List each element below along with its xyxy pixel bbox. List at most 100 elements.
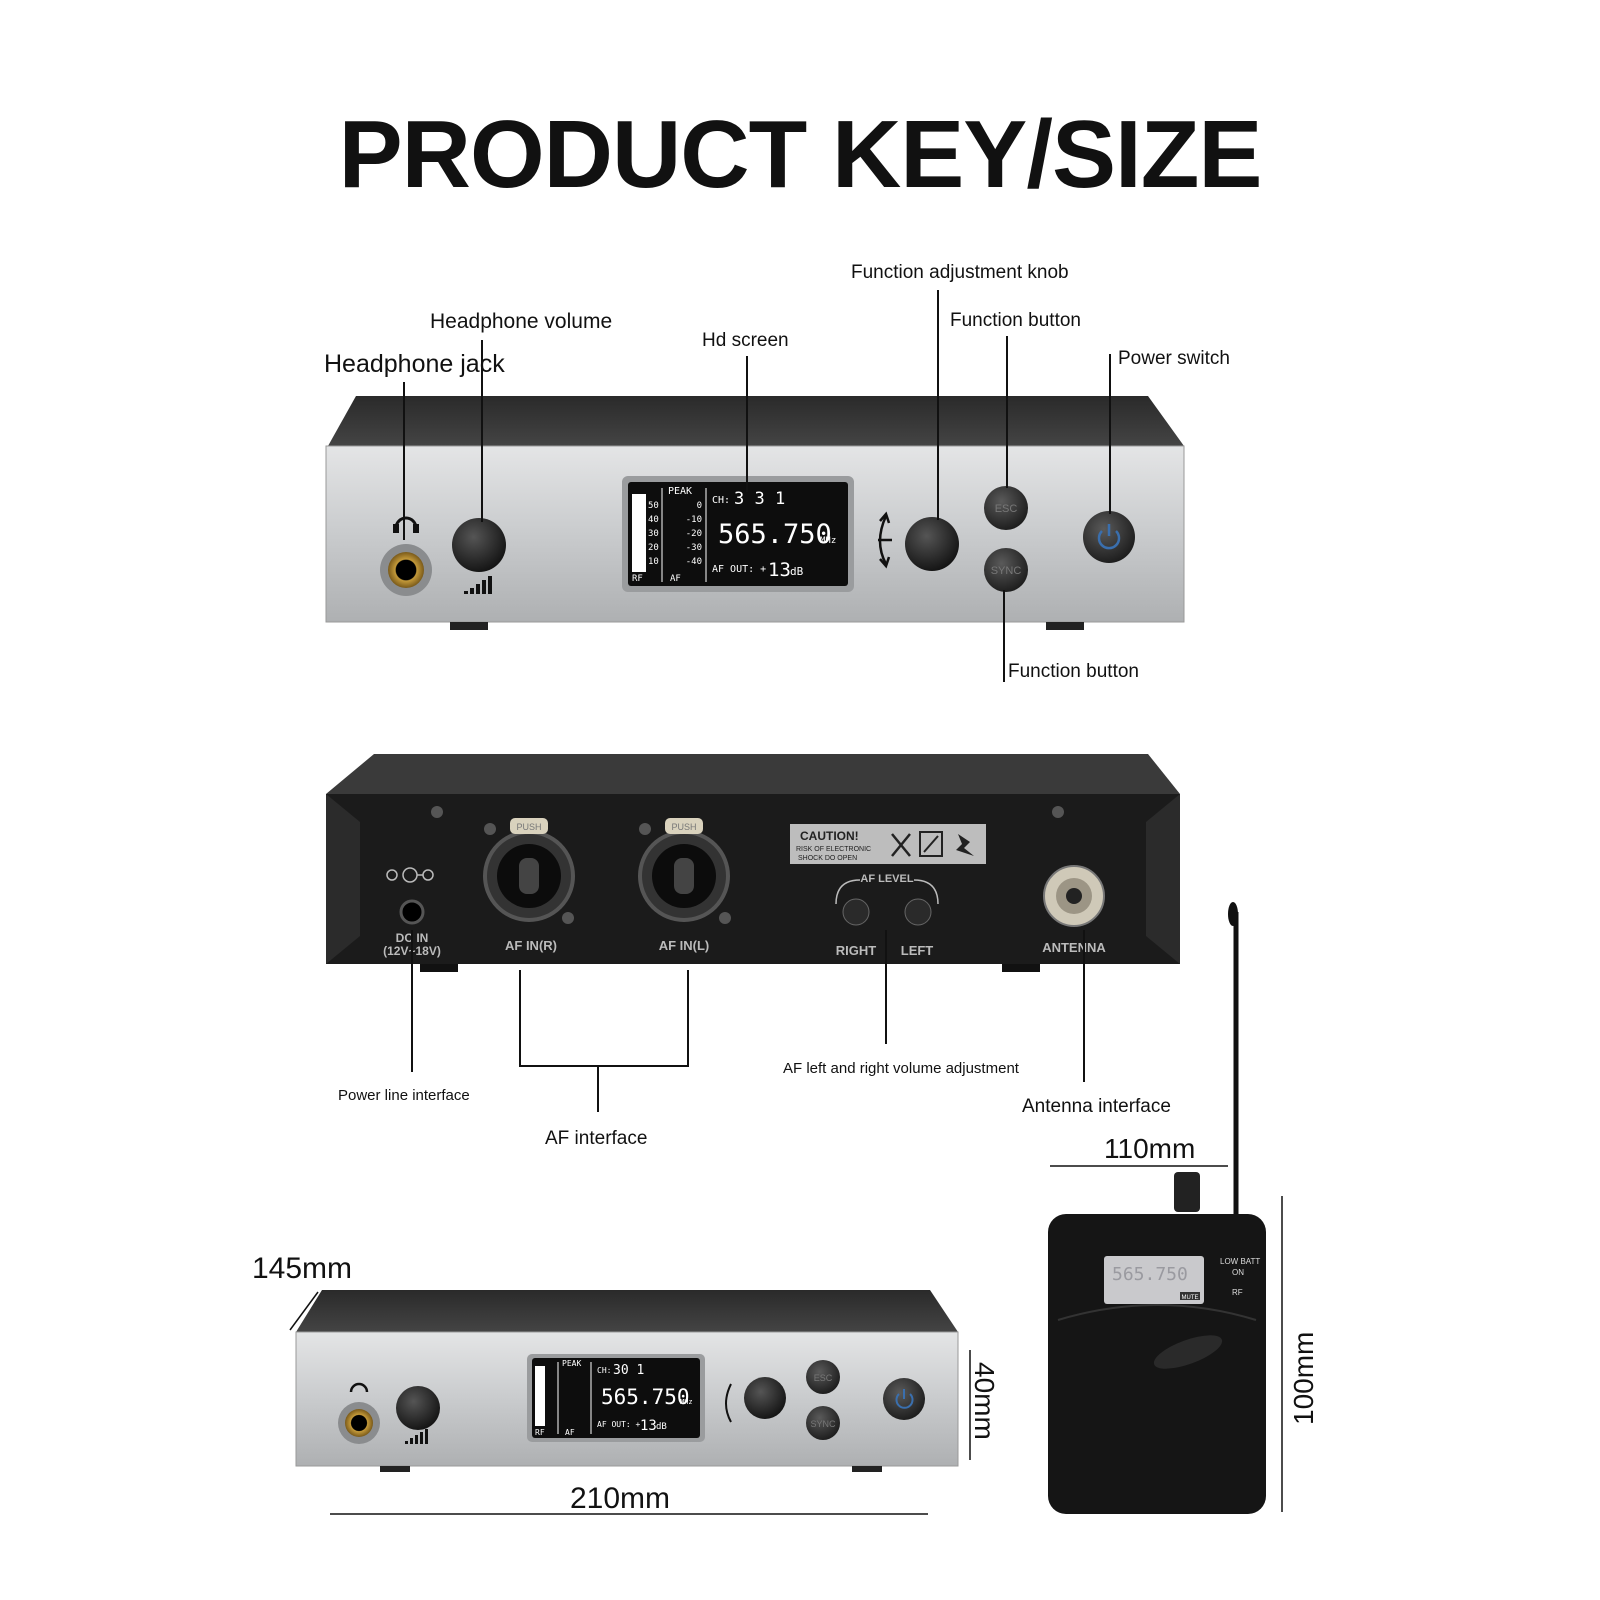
small-lcd-frequency: 565.750 (601, 1385, 690, 1409)
headphone-volume-knob[interactable] (452, 518, 506, 572)
caution-label (790, 824, 986, 864)
volume-bars-icon (464, 576, 492, 594)
label-antenna-interface: Antenna interface (1022, 1096, 1171, 1117)
lcd-channel: 3 3 1 (734, 489, 785, 509)
lcd-scale-r: 0 (697, 501, 702, 511)
bodypack-rf: RF (1232, 1288, 1243, 1297)
lcd-frequency-unit: MHz (820, 536, 836, 546)
headphone-icon (349, 1382, 369, 1393)
bodypack-display-value: 565.750 (1112, 1264, 1188, 1285)
af-in-r-label: AF IN(R) (505, 938, 557, 953)
small-hd-screen (532, 1358, 700, 1438)
esc-button-label: ESC (995, 503, 1018, 515)
rear-unit: DC IN (12V~18V) PUSH AF IN(R) PUSH AF IN… (326, 754, 1180, 972)
label-af-volume-adjustment: AF left and right volume adjustment (783, 1060, 1019, 1077)
label-headphone-jack: Headphone jack (324, 350, 505, 378)
dc-polarity-icon (386, 867, 434, 883)
sync-button[interactable] (984, 548, 1028, 592)
left-label: LEFT (901, 943, 934, 958)
rear-leader-lines (411, 930, 1085, 1112)
lcd-scale-l: 30 (648, 529, 659, 539)
small-lcd-peak: PEAK (562, 1359, 581, 1368)
small-unit: PEAK CH: 30 1 565.750 MHz AF OUT: + 13 d… (295, 1290, 959, 1472)
bodypack-mute: MUTE (1182, 1295, 1199, 1301)
push-label: PUSH (671, 822, 696, 832)
front-leader-lines (403, 290, 1111, 682)
label-hd-screen: Hd screen (702, 330, 789, 351)
dim-depth: 145mm (252, 1252, 353, 1285)
hd-screen (628, 482, 848, 586)
bodypack-grip (1153, 1335, 1223, 1369)
small-sync-button[interactable] (806, 1406, 840, 1440)
lcd-af-out: AF OUT: + (712, 564, 766, 575)
caution-line1: RISK OF ELECTRONIC (796, 846, 871, 853)
screw (1052, 806, 1064, 818)
af-level-right-knob[interactable] (842, 898, 870, 926)
page-title: PRODUCT KEY/SIZE (338, 101, 1263, 208)
small-unit-top (296, 1290, 958, 1332)
small-lcd-contents: PEAK CH: 30 1 565.750 MHz AF OUT: + 13 d… (535, 1359, 693, 1437)
small-function-knob[interactable] (744, 1377, 786, 1419)
small-lcd-af-out: AF OUT: + (597, 1420, 641, 1429)
small-lcd-af: AF (565, 1428, 575, 1437)
dimension-lines (289, 1165, 1283, 1515)
lcd-scale-l: 10 (648, 557, 659, 567)
power-switch[interactable] (1083, 511, 1135, 563)
label-power-line-interface: Power line interface (338, 1087, 470, 1104)
front-unit: PEAK 50 40 30 20 10 0 -10 -20 -30 -40 RF… (325, 396, 1185, 630)
small-lcd-ch: CH: (597, 1366, 611, 1375)
af-level-left-knob[interactable] (904, 898, 932, 926)
lcd-peak: PEAK (668, 486, 692, 497)
small-lcd-unit: MHz (680, 1398, 693, 1406)
af-in-l-connector[interactable]: PUSH (638, 818, 731, 924)
small-esc-button[interactable] (806, 1360, 840, 1394)
lcd-scale-r: -30 (686, 543, 702, 553)
rotate-arrows-icon (878, 511, 892, 569)
right-label: RIGHT (836, 943, 877, 958)
small-sync-label: SYNC (810, 1419, 836, 1429)
power-icon (1097, 524, 1121, 550)
small-lcd-channel: 30 1 (613, 1363, 644, 1378)
volume-bars-icon (405, 1429, 428, 1444)
lcd-af-unit: dB (790, 565, 804, 578)
lcd-ch-prefix: CH: (712, 495, 730, 506)
tools-icon (891, 833, 911, 857)
af-in-l-label: AF IN(L) (659, 938, 710, 953)
esc-button[interactable] (984, 486, 1028, 530)
bodypack-volume-knob[interactable] (1174, 1172, 1200, 1212)
foot (450, 622, 488, 630)
bodypack-display (1104, 1256, 1204, 1304)
rf-meter-bar (632, 494, 646, 572)
no-open-icon (919, 831, 943, 857)
af-in-r-connector[interactable]: PUSH (483, 818, 575, 924)
small-volume-knob[interactable] (396, 1386, 440, 1430)
rear-panel (326, 794, 1180, 964)
dc-in-port[interactable] (399, 899, 425, 925)
shock-icon (956, 834, 974, 856)
push-label: PUSH (516, 822, 541, 832)
small-lcd-af-unit: dB (656, 1422, 667, 1432)
lcd-rf: RF (632, 574, 643, 584)
antenna-connector[interactable] (1043, 865, 1105, 927)
caution-title: CAUTION! (800, 829, 859, 843)
small-lcd-af-value: 13 (640, 1418, 657, 1434)
rotate-arrows-icon (725, 1383, 732, 1423)
headphone-icon (393, 516, 419, 533)
label-function-button-top: Function button (950, 310, 1081, 331)
foot (1046, 622, 1084, 630)
rear-unit-top (326, 754, 1180, 794)
dim-pack-width: 110mm (1104, 1133, 1196, 1164)
bodypack-on: ON (1232, 1268, 1244, 1277)
lcd-scale-l: 50 (648, 501, 659, 511)
lcd-scale-r: -20 (686, 529, 702, 539)
label-af-interface: AF interface (545, 1128, 648, 1149)
bodypack-receiver: 565.750 MUTE LOW BATT ON RF (1048, 902, 1266, 1514)
lcd-af-value: 13 (768, 559, 791, 581)
bodypack-low-batt: LOW BATT (1220, 1257, 1260, 1266)
lcd-af: AF (670, 574, 681, 584)
lcd-contents: PEAK 50 40 30 20 10 0 -10 -20 -30 -40 RF… (632, 486, 836, 584)
function-adjustment-knob[interactable] (905, 517, 959, 571)
label-power-switch: Power switch (1118, 348, 1230, 369)
small-esc-label: ESC (814, 1373, 833, 1383)
